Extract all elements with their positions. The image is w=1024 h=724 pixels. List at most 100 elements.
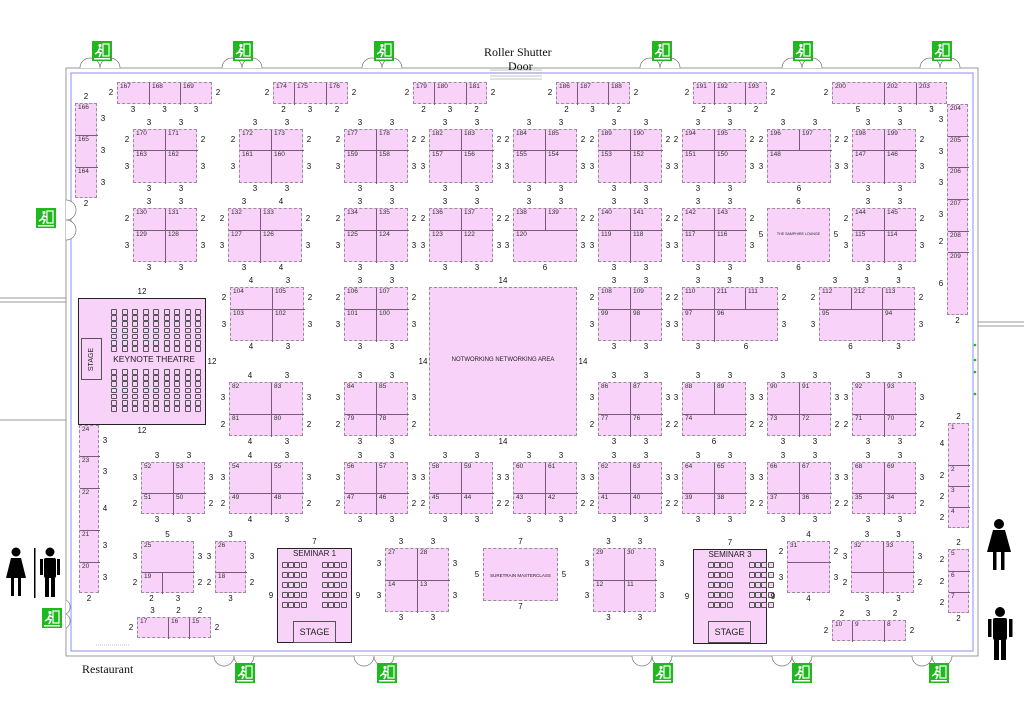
booth-83[interactable]: 83 [272, 383, 304, 415]
booth-122[interactable]: 122 [462, 231, 494, 263]
booth-129[interactable]: 129 [134, 231, 166, 263]
booth-182[interactable]: 182 [430, 130, 462, 151]
booth-127[interactable]: 127 [229, 231, 261, 263]
booth-119[interactable]: 119 [599, 231, 631, 263]
booth-168[interactable]: 168 [150, 83, 181, 105]
booth-124[interactable]: 124 [377, 231, 409, 263]
booth-68[interactable]: 68 [853, 463, 885, 494]
booth-38[interactable]: 38 [715, 494, 747, 515]
booth-105[interactable]: 105 [273, 288, 305, 310]
booth-21[interactable]: 21 [80, 531, 100, 563]
booth-10[interactable]: 10 [833, 621, 853, 642]
booth-area[interactable] [852, 573, 884, 594]
booth-188[interactable]: 188 [609, 83, 631, 105]
booth-28[interactable]: 28 [418, 549, 450, 581]
booth-71[interactable]: 71 [853, 415, 885, 437]
booth-64[interactable]: 64 [683, 463, 715, 494]
booth-47[interactable]: 47 [345, 494, 377, 515]
booth-209[interactable]: 209 [948, 253, 969, 316]
booth-33[interactable]: 33 [884, 542, 915, 573]
booth-84[interactable]: 84 [345, 383, 377, 415]
booth-41[interactable]: 41 [599, 494, 631, 515]
booth-189[interactable]: 189 [599, 130, 631, 151]
booth-208[interactable]: 208 [948, 232, 969, 253]
booth-30[interactable]: 30 [625, 549, 657, 581]
booth-144[interactable]: 144 [853, 209, 885, 231]
booth-56[interactable]: 56 [345, 463, 377, 494]
booth-178[interactable]: 178 [377, 130, 409, 151]
booth-16[interactable]: 16 [169, 618, 190, 639]
booth-192[interactable]: 192 [715, 83, 746, 105]
booth-area[interactable] [788, 563, 831, 594]
booth-25[interactable]: 25 [142, 542, 195, 573]
booth-135[interactable]: 135 [377, 209, 409, 231]
booth-86[interactable]: 86 [599, 383, 631, 415]
booth-156[interactable]: 156 [462, 151, 494, 184]
booth-46[interactable]: 46 [377, 494, 409, 515]
booth-118[interactable]: 118 [631, 231, 663, 263]
booth-89[interactable]: 89 [715, 383, 747, 415]
booth-97[interactable]: 97 [683, 310, 715, 342]
booth-169[interactable]: 169 [181, 83, 213, 105]
booth-154[interactable]: 154 [546, 151, 578, 184]
booth-138[interactable]: 138 [514, 209, 546, 231]
booth-31[interactable]: 31 [788, 542, 831, 563]
booth-167[interactable]: 167 [118, 83, 150, 105]
booth-17[interactable]: 17 [138, 618, 169, 639]
booth-160[interactable]: 160 [272, 151, 304, 184]
booth-165[interactable]: 165 [76, 136, 98, 168]
booth-146[interactable]: 146 [885, 151, 917, 184]
booth-44[interactable]: 44 [462, 494, 494, 515]
booth-37[interactable]: 37 [768, 494, 800, 515]
booth-20[interactable]: 20 [80, 563, 100, 594]
booth-134[interactable]: 134 [345, 209, 377, 231]
booth-51[interactable]: 51 [142, 494, 174, 515]
booth-18[interactable]: 18 [216, 573, 247, 594]
booth-181[interactable]: 181 [467, 83, 488, 105]
booth-15[interactable]: 15 [190, 618, 212, 639]
booth-60[interactable]: 60 [514, 463, 546, 494]
booth-206[interactable]: 206 [948, 168, 969, 200]
booth-195[interactable]: 195 [715, 130, 747, 151]
booth-203[interactable]: 203 [917, 83, 948, 105]
booth-133[interactable]: 133 [261, 209, 303, 231]
booth-92[interactable]: 92 [853, 383, 885, 415]
booth-27[interactable]: 27 [386, 549, 418, 581]
booth-100[interactable]: 100 [377, 310, 409, 342]
booth-48[interactable]: 48 [272, 494, 304, 515]
booth-204[interactable]: 204 [948, 105, 969, 137]
booth-11[interactable]: 11 [625, 581, 657, 613]
booth-95[interactable]: 95 [820, 310, 883, 342]
booth-26[interactable]: 26 [216, 542, 247, 573]
booth-67[interactable]: 67 [800, 463, 832, 494]
booth-107[interactable]: 107 [377, 288, 409, 310]
booth-94[interactable]: 94 [883, 310, 916, 342]
booth-39[interactable]: 39 [683, 494, 715, 515]
booth-2[interactable]: 2 [949, 466, 970, 487]
booth-80[interactable]: 80 [272, 415, 304, 437]
booth-69[interactable]: 69 [885, 463, 917, 494]
booth-131[interactable]: 131 [166, 209, 198, 231]
booth-177[interactable]: 177 [345, 130, 377, 151]
booth-110[interactable]: 110 [683, 288, 715, 310]
booth-126[interactable]: 126 [261, 231, 303, 263]
booth-115[interactable]: 115 [853, 231, 885, 263]
booth-143[interactable]: 143 [715, 209, 747, 231]
booth-151[interactable]: 151 [683, 151, 715, 184]
booth-81[interactable]: 81 [230, 415, 272, 437]
booth-14[interactable]: 14 [386, 581, 418, 613]
booth-50[interactable]: 50 [174, 494, 206, 515]
booth-82[interactable]: 82 [230, 383, 272, 415]
booth-111[interactable]: 111 [746, 288, 779, 310]
booth-104[interactable]: 104 [231, 288, 273, 310]
booth-196[interactable]: 196 [768, 130, 800, 151]
booth-150[interactable]: 150 [715, 151, 747, 184]
booth-area[interactable] [884, 573, 915, 594]
booth-116[interactable]: 116 [715, 231, 747, 263]
booth-35[interactable]: 35 [853, 494, 885, 515]
booth-200[interactable]: 200 [833, 83, 885, 105]
booth-128[interactable]: 128 [166, 231, 198, 263]
booth-96[interactable]: 96 [715, 310, 779, 342]
booth-137[interactable]: 137 [462, 209, 494, 231]
booth-120[interactable]: 120 [514, 231, 578, 263]
